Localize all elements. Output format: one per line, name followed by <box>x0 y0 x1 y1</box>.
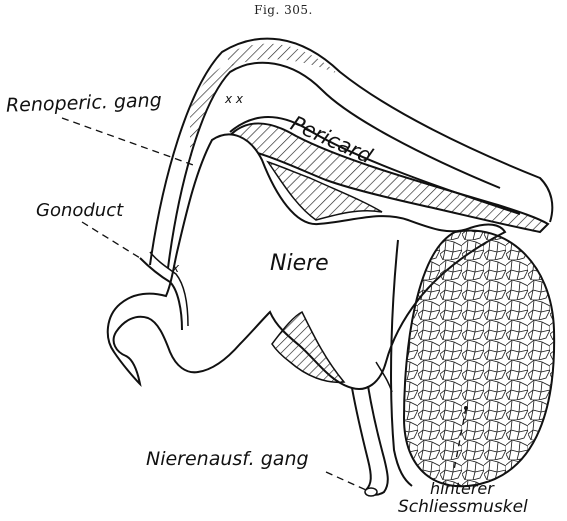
outlet-pointer <box>326 472 366 490</box>
label-kidney: Niere <box>270 253 329 275</box>
label-posterior-muscle-line1: hinterer <box>430 481 494 497</box>
gonoduct-pointer <box>82 222 140 258</box>
label-renopericardial-duct: Renoperic. gang <box>6 91 162 115</box>
kidney-outlet-duct-inner <box>366 386 388 495</box>
label-marker-upper: x x <box>225 93 243 105</box>
upper-arch-hatching <box>225 44 338 74</box>
renoperic-pointer <box>62 118 196 166</box>
kidney-outlet-duct <box>352 388 371 490</box>
label-posterior-muscle-line2: Schliessmuskel <box>398 499 528 516</box>
figure-number: Fig. 305. <box>0 3 567 17</box>
label-marker-lower: x <box>172 262 179 274</box>
kidney-outlet-opening <box>365 488 377 496</box>
label-kidney-outlet: Nierenausf. gang <box>146 450 309 469</box>
label-gonoduct: Gonoduct <box>36 202 123 220</box>
muscle-pointer-dot <box>464 406 468 410</box>
